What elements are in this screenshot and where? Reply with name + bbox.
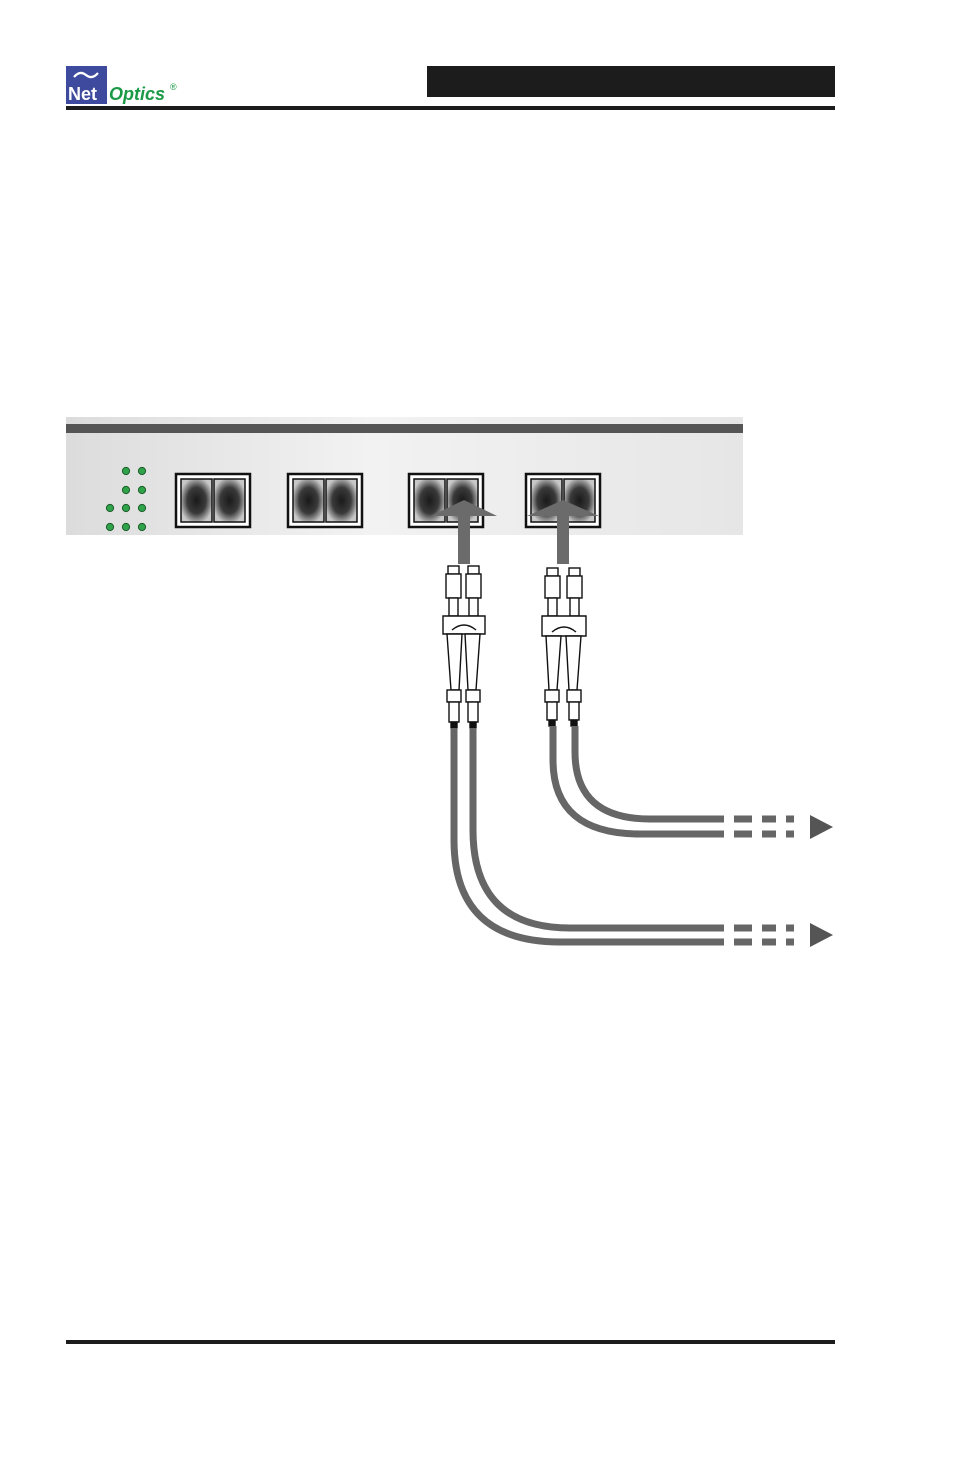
port-1 — [176, 474, 250, 527]
footer-rule — [66, 1340, 835, 1344]
device-front-panel — [66, 417, 743, 535]
port-3 — [409, 474, 483, 527]
port-2 — [288, 474, 362, 527]
lc-duplex-connector-b — [542, 568, 586, 726]
fiber-cable-b — [553, 726, 700, 834]
cable-a-dashed-extension — [700, 928, 800, 942]
lc-duplex-connector-a — [443, 566, 485, 728]
cable-b-dashed-extension — [700, 819, 800, 834]
cable-b-arrowhead — [810, 815, 833, 839]
cable-a-arrowhead — [810, 923, 833, 947]
